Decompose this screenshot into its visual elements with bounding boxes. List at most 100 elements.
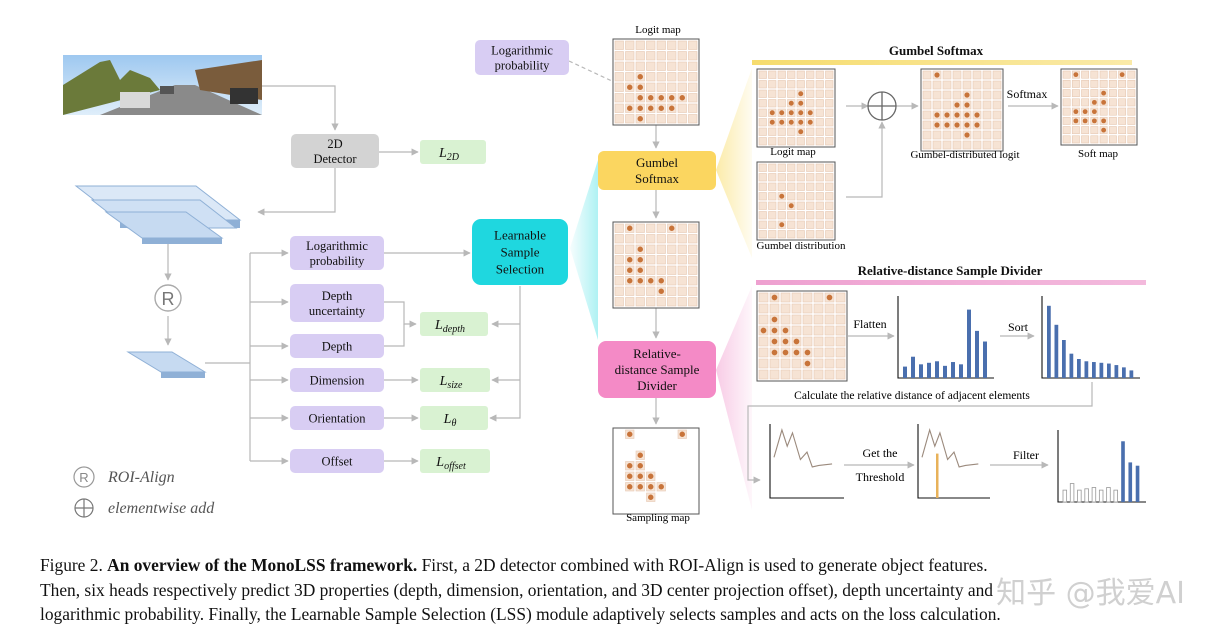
svg-text:distance Sample: distance Sample — [615, 362, 700, 377]
head-depth: Depth — [290, 334, 384, 358]
svg-text:Offset: Offset — [321, 454, 353, 468]
chart-bar — [1062, 340, 1066, 378]
svg-text:Depth: Depth — [322, 289, 353, 303]
fan-yellow — [716, 68, 752, 258]
chart-bar — [1121, 441, 1125, 502]
watermark: 知乎 @我爱AI — [996, 576, 1185, 611]
arrows-left — [164, 60, 660, 465]
rdsd-panel: Relative-distance Sample Divider Flatten… — [747, 263, 1146, 484]
threshold-line-chart — [917, 424, 990, 499]
gumbel-logit-label: Gumbel-distributed logit — [910, 149, 1019, 161]
gumbel-dist-label: Gumbel distribution — [757, 240, 846, 252]
gumbel-output-grid — [612, 221, 700, 309]
rdsd-title: Relative-distance Sample Divider — [858, 263, 1043, 278]
distance-line-chart — [769, 424, 844, 499]
chart-bar — [1077, 489, 1082, 503]
get-the-label: Get the — [863, 446, 898, 460]
chart-bar — [983, 341, 987, 378]
fan-cyan — [570, 160, 598, 340]
svg-text:probability: probability — [495, 58, 551, 72]
svg-text:Logarithmic: Logarithmic — [306, 239, 368, 253]
relative-distance-line — [921, 427, 979, 468]
l-theta-box: Lθ — [420, 406, 488, 430]
svg-text:Learnable: Learnable — [494, 228, 546, 243]
caption-bold: An overview of the MonoLSS framework. — [107, 555, 418, 575]
chart-bar — [1062, 489, 1068, 503]
gumbel-title: Gumbel Softmax — [889, 43, 984, 58]
filter-label: Filter — [1013, 448, 1039, 462]
chart-bar — [1084, 488, 1089, 503]
threshold-label: Threshold — [856, 470, 905, 484]
roi-legend-label: ROI-Align — [107, 469, 175, 486]
svg-text:R: R — [162, 289, 175, 309]
chart-bar — [943, 365, 947, 378]
head-orientation: Orientation — [290, 406, 384, 430]
chart-bar — [1091, 487, 1097, 503]
head-dimension: Dimension — [290, 368, 384, 392]
chart-bar — [1107, 363, 1111, 378]
svg-text:Softmax: Softmax — [635, 171, 680, 186]
caption-line-3: logarithmic probability. Finally, the Le… — [40, 604, 1001, 624]
chart-bar — [1092, 362, 1096, 378]
chart-bar — [959, 364, 963, 378]
flatten-label: Flatten — [853, 317, 886, 331]
feature-map-stack — [74, 185, 242, 244]
chart-bar — [951, 362, 955, 378]
sampling-map-grid — [612, 427, 700, 515]
l2d-box: L2D — [420, 140, 486, 164]
svg-text:probability: probability — [310, 254, 366, 268]
l-depth-box: Ldepth — [420, 312, 488, 336]
svg-text:uncertainty: uncertainty — [309, 304, 366, 318]
chart-bar — [1054, 324, 1059, 378]
input-photo — [63, 55, 262, 115]
sort-label: Sort — [1008, 320, 1029, 334]
chart-bar — [1122, 367, 1126, 378]
chart-bar — [1129, 370, 1134, 378]
svg-text:Divider: Divider — [637, 378, 677, 393]
svg-text:Dimension: Dimension — [310, 373, 366, 387]
chart-bar — [1098, 489, 1104, 503]
relative-distance-line — [773, 428, 833, 468]
svg-text:Logarithmic: Logarithmic — [491, 43, 553, 57]
svg-text:2D: 2D — [327, 137, 342, 151]
chart-bar — [911, 356, 915, 378]
legend: R ROI-Align elementwise add — [73, 466, 215, 518]
add-legend-label: elementwise add — [108, 500, 215, 517]
sorted-bar-chart — [1041, 296, 1140, 379]
calc-label: Calculate the relative distance of adjac… — [794, 390, 1030, 402]
gumbel-dist-grid — [756, 161, 836, 241]
soft-map-label: Soft map — [1078, 148, 1119, 160]
chart-bar — [1135, 465, 1140, 502]
filtered-bar-chart — [1057, 430, 1146, 503]
svg-text:Selection: Selection — [496, 262, 545, 277]
softmax-label: Softmax — [1007, 87, 1048, 101]
roi-align-node: R — [154, 284, 182, 312]
svg-text:Gumbel: Gumbel — [636, 155, 678, 170]
gumbel-softmax-panel: Gumbel Softmax Softmax Logit map Gumbel-… — [752, 43, 1132, 252]
sampling-map-label: Sampling map — [626, 512, 690, 524]
svg-text:R: R — [79, 470, 88, 485]
logit-map-label: Logit map — [770, 146, 816, 158]
chart-bar — [1069, 483, 1075, 503]
chart-bar — [967, 309, 971, 378]
svg-text:Relative-: Relative- — [633, 346, 681, 361]
chart-bar — [919, 364, 923, 378]
chart-bar — [1114, 365, 1119, 378]
chart-bar — [1047, 305, 1051, 378]
gumbel-logit-grid — [920, 68, 1004, 152]
logit-map-top-grid — [612, 38, 700, 126]
chart-bar — [1077, 359, 1081, 378]
chart-bar — [927, 362, 931, 378]
chart-bar — [975, 330, 979, 378]
chart-bar — [935, 361, 939, 378]
svg-text:Detector: Detector — [313, 152, 357, 166]
rdsd-map-grid — [756, 290, 848, 382]
chart-bar — [1069, 353, 1074, 378]
chart-bar — [1084, 361, 1089, 378]
chart-bar — [1128, 462, 1133, 502]
